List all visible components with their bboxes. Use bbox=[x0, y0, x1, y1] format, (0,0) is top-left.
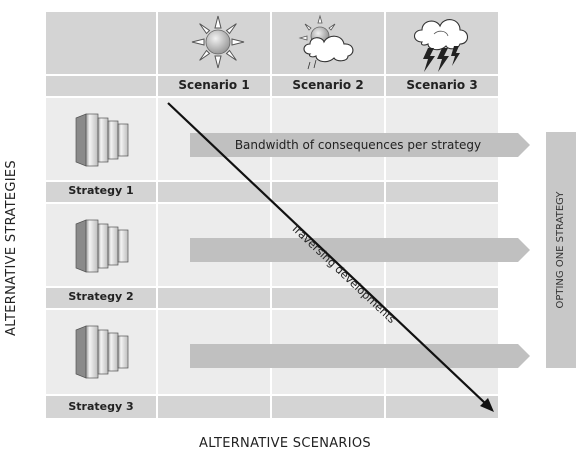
strategy-3-footer-2 bbox=[272, 396, 384, 418]
strategy-2-label: Strategy 2 bbox=[46, 288, 156, 308]
sun-icon bbox=[191, 15, 245, 69]
strategy-2-footer-1 bbox=[158, 288, 270, 308]
y-axis-label: ALTERNATIVE STRATEGIES bbox=[4, 160, 19, 336]
strategy-1-footer-3 bbox=[386, 182, 498, 202]
opting-strategy-box bbox=[546, 132, 576, 368]
building-icon bbox=[75, 113, 129, 167]
strategy-1-label: Strategy 1 bbox=[46, 182, 156, 202]
header-corner bbox=[46, 12, 156, 74]
matrix-grid: Scenario 1 Scenario 2 Scenario 3 Strateg… bbox=[46, 12, 498, 418]
header-blank-cell bbox=[46, 76, 156, 96]
strategy-3-footer-1 bbox=[158, 396, 270, 418]
thunderstorm-icon bbox=[413, 19, 469, 72]
strategy-1-footer-2 bbox=[272, 182, 384, 202]
bandwidth-label: Bandwidth of consequences per strategy bbox=[234, 138, 482, 152]
strategy-3-label: Strategy 3 bbox=[46, 396, 156, 418]
strategy-2-footer-3 bbox=[386, 288, 498, 308]
bandwidth-arrow-3 bbox=[190, 344, 530, 368]
strategy-1-footer-1 bbox=[158, 182, 270, 202]
strategy-2-footer-2 bbox=[272, 288, 384, 308]
scenario-header-2: Scenario 2 bbox=[272, 76, 384, 96]
opting-strategy-label: OPTING ONE STRATEGY bbox=[555, 191, 566, 309]
bandwidth-arrow-1 bbox=[190, 133, 530, 157]
building-icon bbox=[75, 325, 129, 379]
scenario-header-1: Scenario 1 bbox=[158, 76, 270, 96]
bandwidth-arrow-2 bbox=[190, 238, 530, 262]
sun-cloud-icon bbox=[298, 14, 354, 70]
x-axis-label: ALTERNATIVE SCENARIOS bbox=[199, 436, 371, 451]
building-icon bbox=[75, 219, 129, 273]
strategy-3-footer-3 bbox=[386, 396, 498, 418]
scenario-header-3: Scenario 3 bbox=[386, 76, 498, 96]
